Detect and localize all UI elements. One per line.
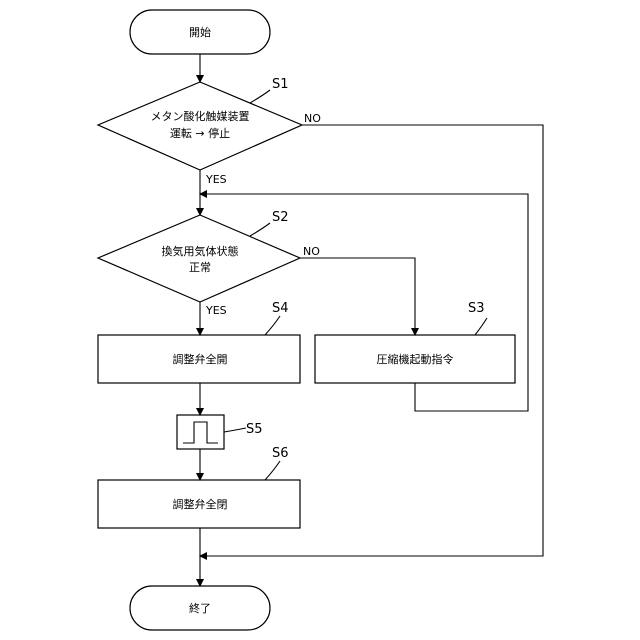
s1-step-label: S1 [272, 77, 289, 92]
s2-line2: 正常 [189, 261, 211, 274]
process-s3: 圧縮機起動指令 [315, 335, 515, 383]
s6-step-label: S6 [272, 446, 289, 461]
end-label: 終了 [189, 601, 211, 615]
decision-s2: 換気用気体状態 正常 [98, 215, 300, 302]
s4-step-label: S4 [272, 301, 289, 316]
s4-label: 調整弁全開 [173, 352, 228, 366]
s2-yes-label: YES [205, 304, 227, 317]
s6-label: 調整弁全閉 [173, 497, 228, 511]
s1-no-label: NO [304, 112, 321, 125]
start-node: 開始 [130, 10, 270, 54]
s1-yes-label: YES [205, 173, 227, 186]
s6-leader-line [265, 461, 280, 480]
timer-s5 [177, 415, 224, 449]
end-node: 終了 [130, 586, 270, 630]
s1-line1: メタン酸化触媒装置 [151, 109, 250, 123]
s2-step-label: S2 [272, 210, 289, 225]
arrow-s2-no-to-s3 [300, 258, 415, 335]
s5-leader-line [224, 428, 246, 432]
s2-leader-line [250, 223, 270, 236]
s2-no-label: NO [303, 245, 320, 258]
start-label: 開始 [189, 25, 211, 39]
s5-step-label: S5 [246, 422, 263, 437]
s3-label: 圧縮機起動指令 [377, 352, 454, 366]
process-s4: 調整弁全開 [98, 335, 300, 383]
s1-line2: 運転 → 停止 [170, 126, 230, 140]
s3-step-label: S3 [468, 301, 485, 316]
s3-leader-line [475, 318, 487, 335]
process-s6: 調整弁全閉 [98, 480, 300, 528]
s1-leader-line [250, 90, 270, 103]
s2-line1: 換気用気体状態 [162, 244, 239, 258]
s4-leader-line [265, 316, 280, 335]
decision-s1: メタン酸化触媒装置 運転 → 停止 [98, 82, 302, 170]
